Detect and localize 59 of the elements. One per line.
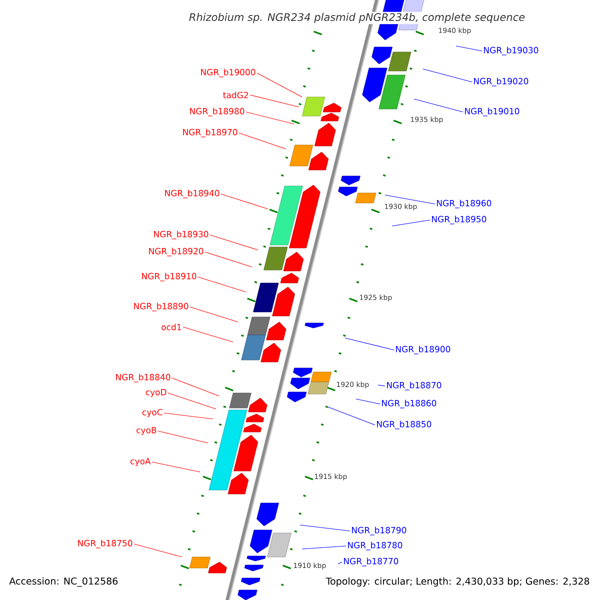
gene-label: NGR_b18790 xyxy=(352,526,406,536)
leader-line xyxy=(152,462,200,472)
gene-label: NGR_b18840 xyxy=(116,374,170,382)
gene-label: tadG2 xyxy=(223,92,248,98)
leader-line xyxy=(302,546,346,550)
leader-line xyxy=(238,132,286,150)
gene-label: NGR_b18850 xyxy=(377,420,432,430)
leader-line xyxy=(456,46,482,52)
gene-label: NGR_b18910 xyxy=(142,272,196,282)
gene-label: NGR_b18770 xyxy=(344,558,398,566)
leader-line xyxy=(158,430,208,444)
gene-label: NGR_b19010 xyxy=(465,108,520,116)
leader-line xyxy=(344,338,394,350)
leader-line xyxy=(300,524,350,532)
leader-line xyxy=(392,220,430,226)
gene-label: NGR_b18890 xyxy=(134,302,188,312)
leader-line xyxy=(190,306,238,322)
gene-label: NGR_b18930 xyxy=(154,230,208,240)
leader-line xyxy=(204,252,252,268)
leader-line xyxy=(328,406,376,426)
gene-label: NGR_b18900 xyxy=(396,346,450,354)
leader-line xyxy=(182,326,234,342)
leader-line xyxy=(164,412,214,420)
leader-line xyxy=(338,562,342,564)
leader-line xyxy=(414,98,464,112)
leader-line xyxy=(210,234,258,250)
gene-label: NGR_b18920 xyxy=(149,248,204,256)
gene-label: NGR_b19000 xyxy=(201,68,256,78)
gene-label: NGR_b18950 xyxy=(432,216,486,224)
leader-line xyxy=(356,398,380,404)
leader-line xyxy=(134,544,182,558)
accession-text: Accession: NC_012586 xyxy=(9,577,118,587)
gene-label: NGR_b18750 xyxy=(78,540,132,548)
gene-label: cyoD xyxy=(146,389,166,397)
leader-line xyxy=(220,194,268,210)
leader-line xyxy=(172,378,220,396)
gene-label: NGR_b18870 xyxy=(387,382,442,390)
leader-line xyxy=(422,68,472,82)
gene-label: NGR_b18860 xyxy=(382,400,436,408)
gene-label: NGR_b18960 xyxy=(437,200,492,208)
gene-label: NGR_b18970 xyxy=(183,128,238,138)
map-title: Rhizobium sp. NGR234 plasmid pNGR234b, complete sequence xyxy=(188,12,526,24)
gene-label: cyoB xyxy=(136,427,156,435)
gene-label: NGR_b19020 xyxy=(474,78,528,86)
gene-label: ocd1 xyxy=(162,324,182,330)
leader-line xyxy=(198,276,246,292)
topology-text: Topology: circular; Length: 2,430,033 bp; Genes: 2,328 xyxy=(326,577,590,587)
leader-line xyxy=(378,384,386,386)
gene-label: cyoA xyxy=(130,458,151,466)
leader-line xyxy=(384,194,436,204)
gene-label: NGR_b18940 xyxy=(165,190,220,198)
gene-label: NGR_b18980 xyxy=(190,108,244,116)
leader-line xyxy=(246,112,294,124)
leader-line xyxy=(256,72,302,98)
gene-label: NGR_b18780 xyxy=(348,542,402,550)
gene-label: cyoC xyxy=(142,408,162,418)
leader-line xyxy=(168,392,216,410)
leader-line xyxy=(250,94,300,108)
gene-label: NGR_b19030 xyxy=(484,46,538,56)
